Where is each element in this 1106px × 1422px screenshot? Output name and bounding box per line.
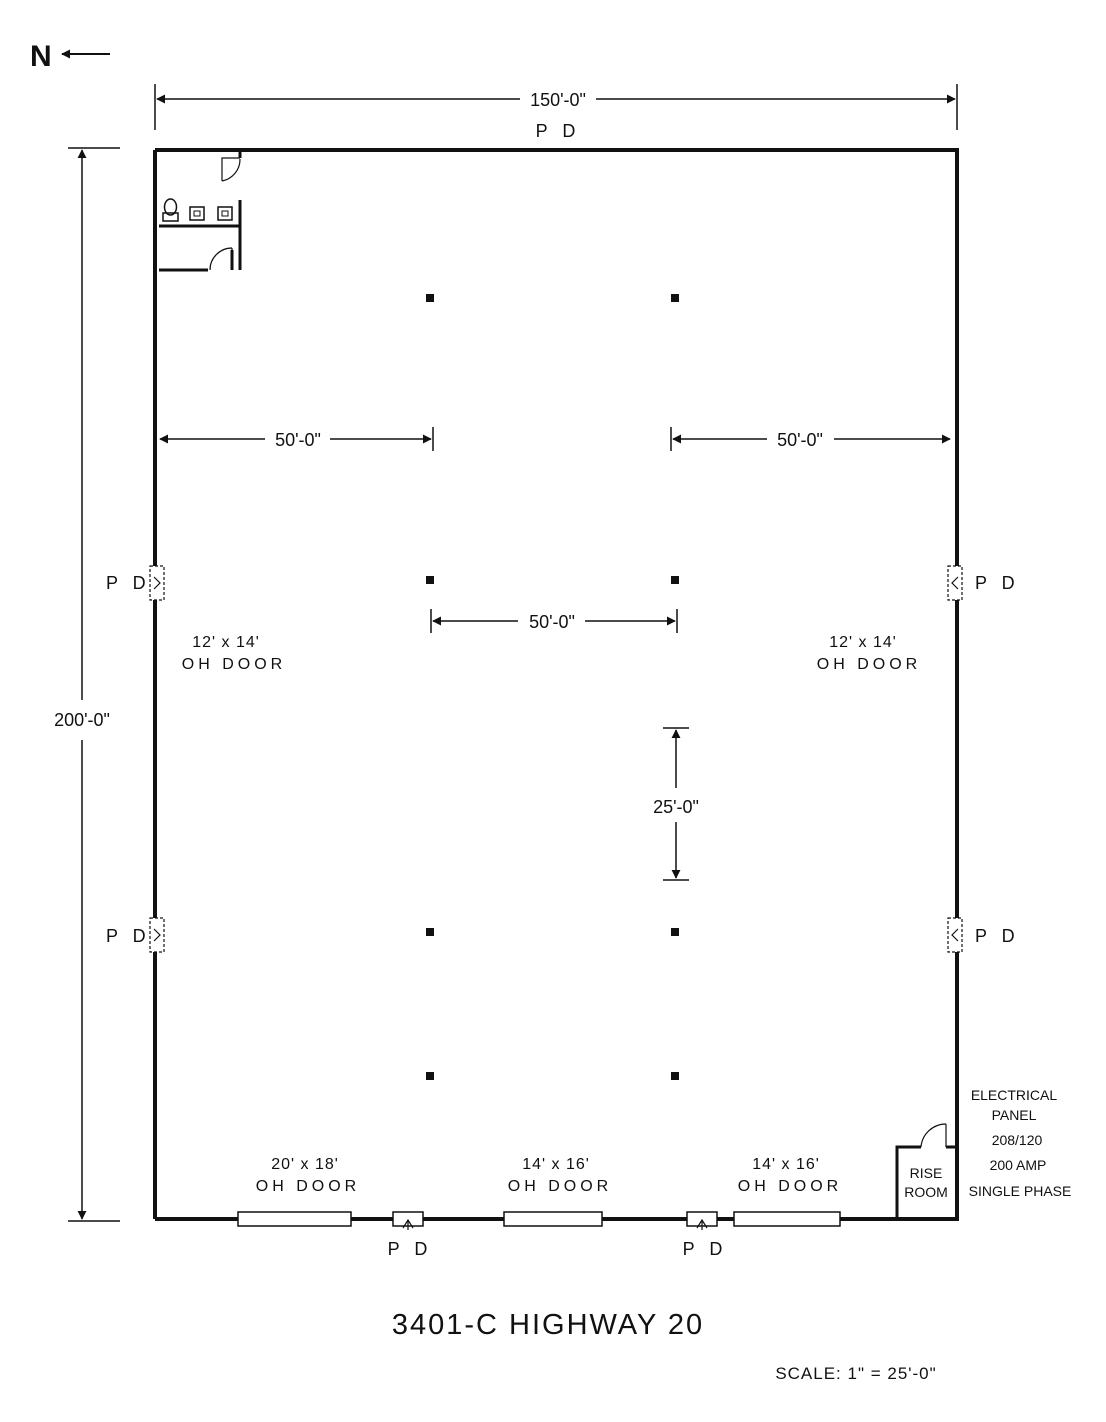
pd-door-bottom-right (686, 1211, 718, 1230)
scale-note: SCALE: 1" = 25'-0" (775, 1364, 936, 1383)
bottom-oh-door-2-type: OH DOOR (508, 1178, 612, 1195)
top-pd-label: P D (536, 121, 581, 141)
column (426, 294, 434, 302)
building-columns (426, 294, 679, 1080)
svg-text:ELECTRICAL: ELECTRICAL (971, 1087, 1058, 1103)
right-oh-door-size: 12' x 14' (829, 634, 897, 651)
electrical-panel-note: ELECTRICAL PANEL 208/120 200 AMP SINGLE … (969, 1087, 1072, 1199)
rise-room: RISE ROOM (895, 1123, 955, 1217)
left-oh-door-size: 12' x 14' (192, 634, 260, 651)
center-span-dimension: 50'-0" (430, 609, 678, 633)
left-lower-pd-label: P D (106, 926, 151, 946)
right-lower-pd-label: P D (975, 926, 1020, 946)
column (426, 928, 434, 936)
bottom-oh-door-2-size: 14' x 16' (522, 1156, 590, 1173)
oh-door-bottom-3 (733, 1211, 841, 1227)
column (671, 928, 679, 936)
page-title: 3401-C HIGHWAY 20 (392, 1309, 704, 1341)
right-span-dimension: 50'-0" (670, 427, 951, 451)
column (671, 294, 679, 302)
pd-door-left-upper (149, 565, 165, 601)
column-spacing-label: 25'-0" (653, 797, 699, 817)
pd-door-right-upper (947, 565, 963, 601)
left-upper-pd-label: P D (106, 573, 151, 593)
svg-text:PANEL: PANEL (992, 1107, 1037, 1123)
bottom-oh-door-1-size: 20' x 18' (271, 1156, 339, 1173)
restroom-block (159, 152, 242, 272)
left-span-label: 50'-0" (275, 430, 321, 450)
bottom-right-pd-label: P D (683, 1239, 728, 1259)
rise-room-label-2: ROOM (904, 1184, 948, 1200)
overall-width-label: 150'-0" (530, 90, 586, 110)
right-oh-door-type: OH DOOR (817, 656, 921, 673)
bottom-oh-door-3-type: OH DOOR (738, 1178, 842, 1195)
column (671, 1072, 679, 1080)
pd-door-left-lower (149, 917, 165, 953)
sink-icon (189, 206, 205, 221)
bottom-left-pd-label: P D (388, 1239, 433, 1259)
column (426, 1072, 434, 1080)
oh-door-bottom-1 (237, 1211, 352, 1227)
right-upper-pd-label: P D (975, 573, 1020, 593)
pd-door-right-lower (947, 917, 963, 953)
overall-width-dimension: 150'-0" (154, 84, 958, 130)
building-outline (155, 148, 959, 1221)
svg-text:SINGLE PHASE: SINGLE PHASE (969, 1183, 1072, 1199)
north-label: N (30, 40, 52, 73)
left-oh-door-type: OH DOOR (182, 656, 286, 673)
bottom-oh-door-1-type: OH DOOR (256, 1178, 360, 1195)
pd-door-bottom-left (392, 1211, 424, 1230)
column-spacing-dimension: 25'-0" (653, 727, 699, 881)
bottom-oh-door-3-size: 14' x 16' (752, 1156, 820, 1173)
left-span-dimension: 50'-0" (159, 427, 434, 451)
center-span-label: 50'-0" (529, 612, 575, 632)
toilet-icon (162, 198, 179, 222)
overall-length-dimension: 200'-0" (54, 147, 120, 1222)
column (426, 576, 434, 584)
sink-icon (217, 206, 233, 221)
column (671, 576, 679, 584)
svg-text:200 AMP: 200 AMP (990, 1157, 1047, 1173)
overall-length-label: 200'-0" (54, 710, 110, 730)
oh-door-bottom-2 (503, 1211, 603, 1227)
rise-room-label-1: RISE (910, 1165, 943, 1181)
right-span-label: 50'-0" (777, 430, 823, 450)
svg-text:208/120: 208/120 (992, 1132, 1043, 1148)
